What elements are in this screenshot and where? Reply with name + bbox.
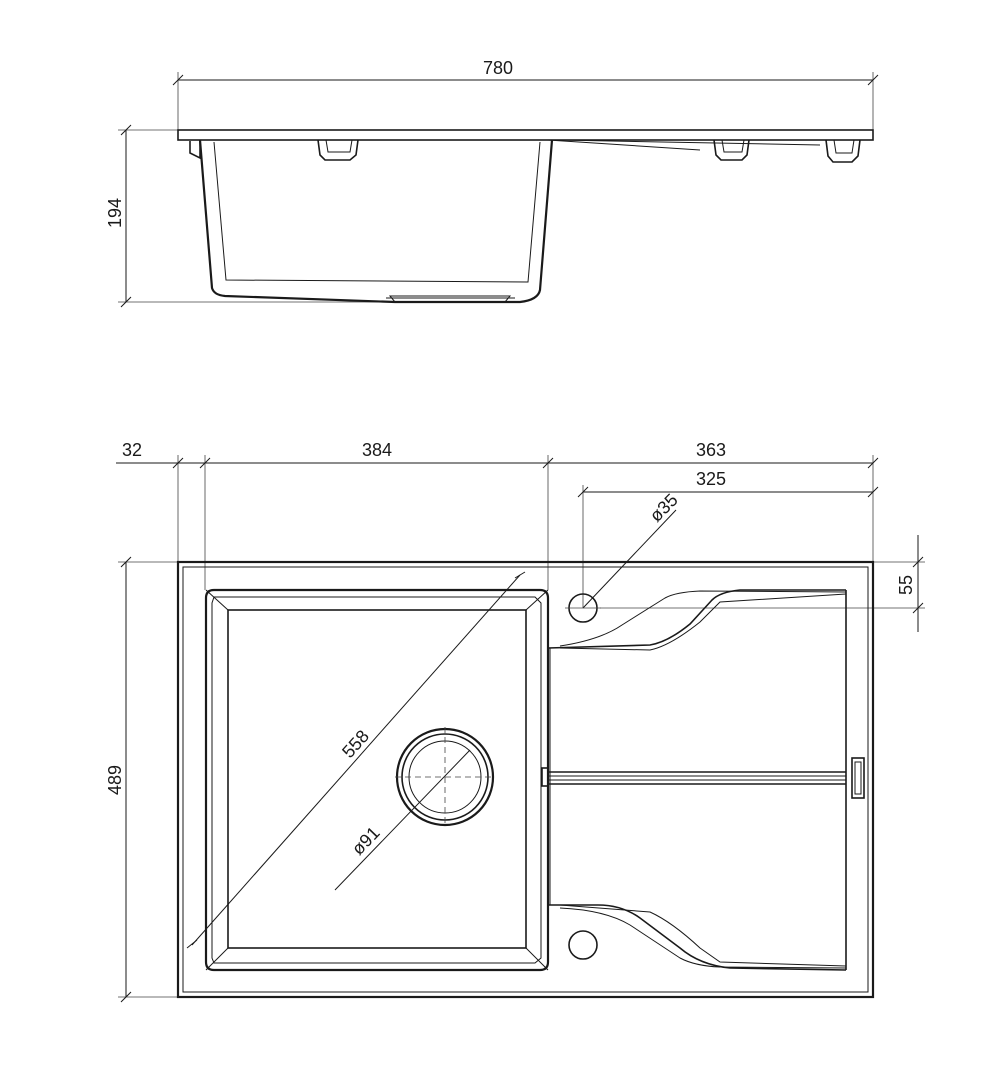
dimension-overall-depth: 489 [105, 556, 178, 1003]
dimension-tap-hole-offset: 325 [577, 469, 879, 608]
bowl [204, 588, 550, 972]
label-rim-left: 32 [122, 440, 142, 460]
dimension-drainer-width: 363 [548, 440, 879, 562]
side-view: 780 194 [105, 58, 879, 308]
dimension-tap-hole-diameter: ø35 [582, 490, 682, 609]
label-overall-depth: 489 [105, 765, 125, 795]
dimension-bowl-diagonal: 558 [186, 571, 526, 949]
side-mounting-clips [189, 139, 861, 163]
label-tap-hole-from-edge: 55 [896, 575, 916, 595]
label-side-height: 194 [105, 198, 125, 228]
dimension-bowl-width: 384 [205, 440, 554, 590]
label-bowl-diagonal: 558 [338, 726, 373, 762]
side-rim [177, 129, 874, 141]
top-view: 32 384 363 325 ø35 [105, 440, 925, 1003]
label-tap-hole-diameter: ø35 [646, 490, 682, 526]
label-tap-hole-offset: 325 [696, 469, 726, 489]
tap-holes [565, 593, 601, 960]
label-drainer-width: 363 [696, 440, 726, 460]
drainer [541, 589, 865, 971]
sink-outer-outline [176, 560, 875, 999]
dimension-side-height: 194 [105, 124, 520, 308]
dimension-overall-width: 780 [172, 58, 879, 132]
label-bowl-width: 384 [362, 440, 392, 460]
side-bowl-profile [198, 139, 554, 304]
label-drain-diameter: ø91 [348, 823, 384, 859]
dimension-tap-hole-from-edge: 55 [600, 535, 925, 632]
label-overall-width: 780 [483, 58, 513, 78]
